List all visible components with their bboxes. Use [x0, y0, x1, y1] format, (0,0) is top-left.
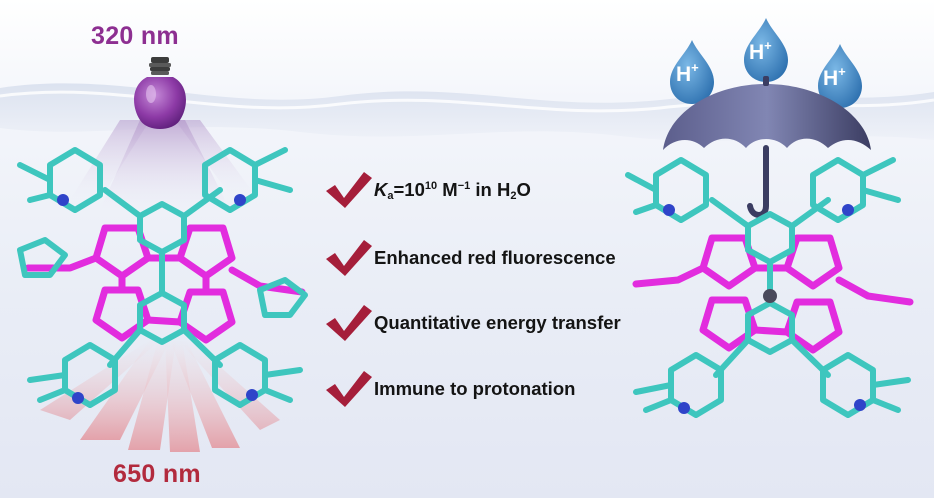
- light-bulb-icon: [134, 57, 186, 129]
- feature-fluorescence: Enhanced red fluorescence: [322, 236, 662, 280]
- emission-beams: [40, 340, 280, 452]
- emission-wavelength-label: 650 nm: [113, 460, 201, 488]
- excitation-wavelength-label: 320 nm: [91, 22, 179, 50]
- proton-label: H+: [823, 64, 846, 90]
- water-drops: [670, 18, 862, 108]
- proton-label: H+: [749, 38, 772, 64]
- feature-text: Ka=1010 M−1 in H2O: [374, 178, 531, 202]
- feature-protonation: Immune to protonation: [322, 367, 662, 411]
- molecule-left: [17, 147, 308, 408]
- feature-energy-transfer: Quantitative energy transfer: [322, 301, 662, 345]
- feature-text: Quantitative energy transfer: [374, 312, 621, 333]
- feature-text: Immune to protonation: [374, 378, 576, 399]
- checkmarks: [326, 172, 372, 407]
- proton-label: H+: [676, 60, 699, 86]
- feature-binding-constant: Ka=1010 M−1 in H2O: [322, 168, 662, 212]
- molecule-right: [625, 157, 914, 418]
- umbrella-icon: [663, 76, 871, 218]
- feature-text: Enhanced red fluorescence: [374, 247, 616, 268]
